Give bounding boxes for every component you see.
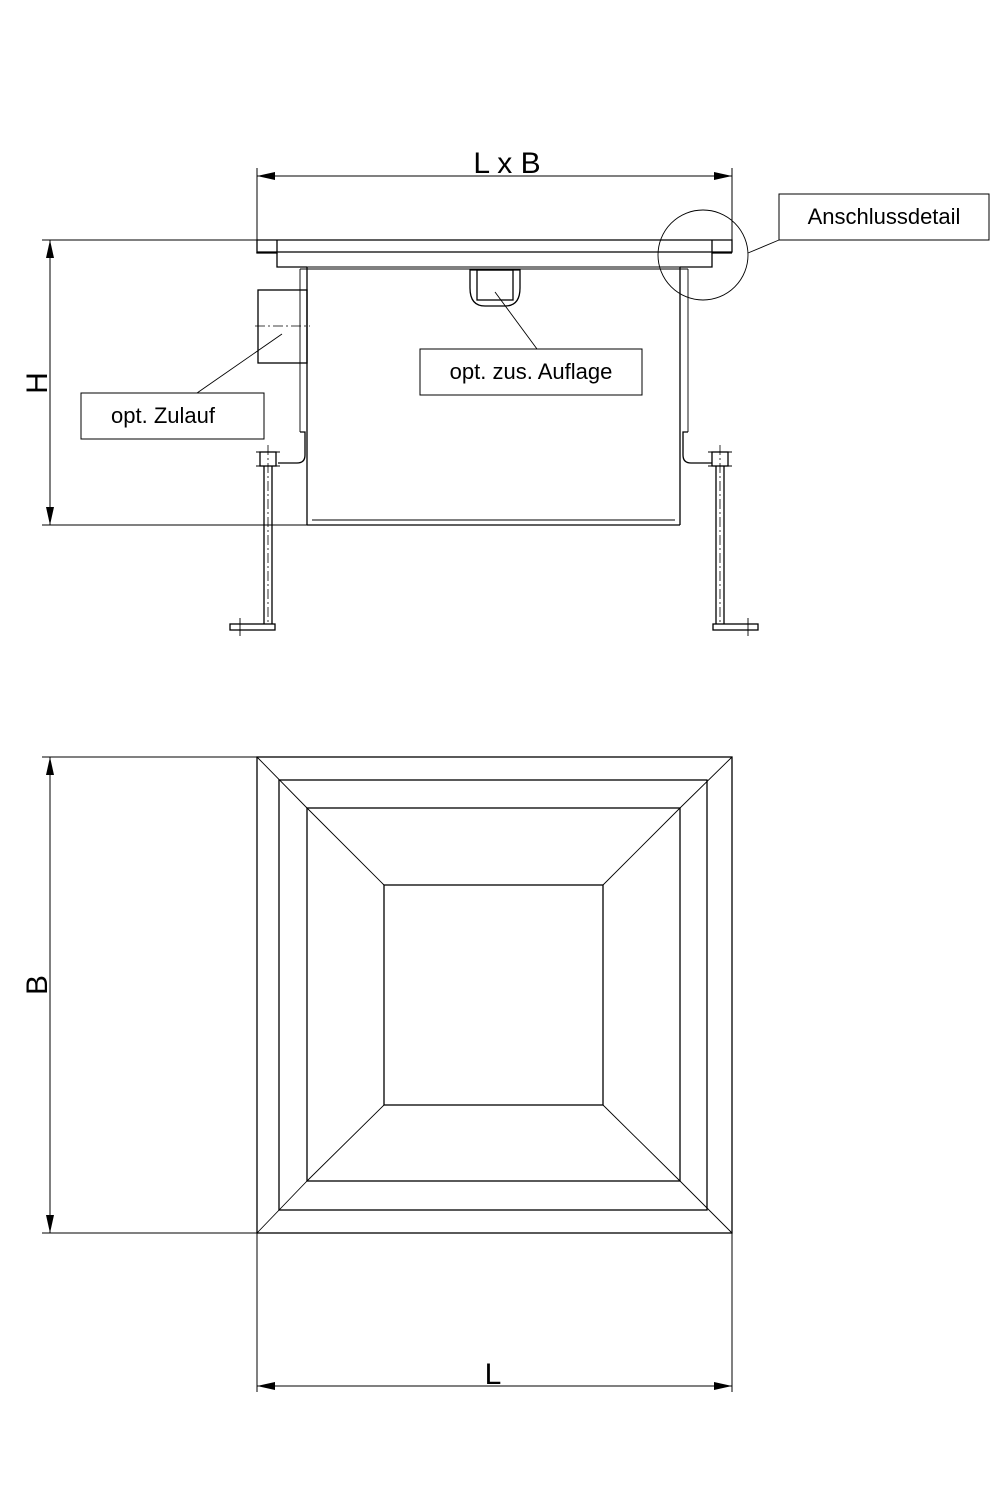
dimension-height: H xyxy=(21,239,307,526)
dimension-plan-depth: B xyxy=(21,756,257,1234)
plan-view: B L xyxy=(21,756,733,1392)
mounting-foot-left xyxy=(229,431,306,636)
support-bracket xyxy=(469,269,521,307)
mounting-foot-right xyxy=(682,431,759,636)
dimension-label-plan-width: L xyxy=(485,1358,502,1391)
callout-label-optional-inlet: opt. Zulauf xyxy=(111,403,216,428)
dimension-plan-width: L xyxy=(256,1233,733,1392)
callout-label-connection-detail: Anschlussdetail xyxy=(808,204,961,229)
callout-connection-detail: Anschlussdetail xyxy=(657,193,990,301)
inlet-stub xyxy=(255,289,310,364)
callout-label-optional-support: opt. zus. Auflage xyxy=(450,359,613,384)
frame-flange xyxy=(256,239,733,270)
side-elevation: L x B H xyxy=(21,147,990,636)
plan-corner-diagonals xyxy=(256,756,733,1234)
callout-optional-inlet: opt. Zulauf xyxy=(80,333,283,440)
callout-optional-support: opt. zus. Auflage xyxy=(419,291,643,396)
dimension-label-plan-depth: B xyxy=(21,975,54,995)
dimension-label-height: H xyxy=(21,372,54,394)
plan-frame-inner xyxy=(278,779,708,1211)
dimension-top-width: L x B xyxy=(256,147,733,240)
plan-floor xyxy=(383,884,604,1106)
plan-outer-frame xyxy=(256,756,733,1234)
dimension-label-top-width: L x B xyxy=(473,147,540,180)
plan-body-rim xyxy=(306,807,681,1182)
